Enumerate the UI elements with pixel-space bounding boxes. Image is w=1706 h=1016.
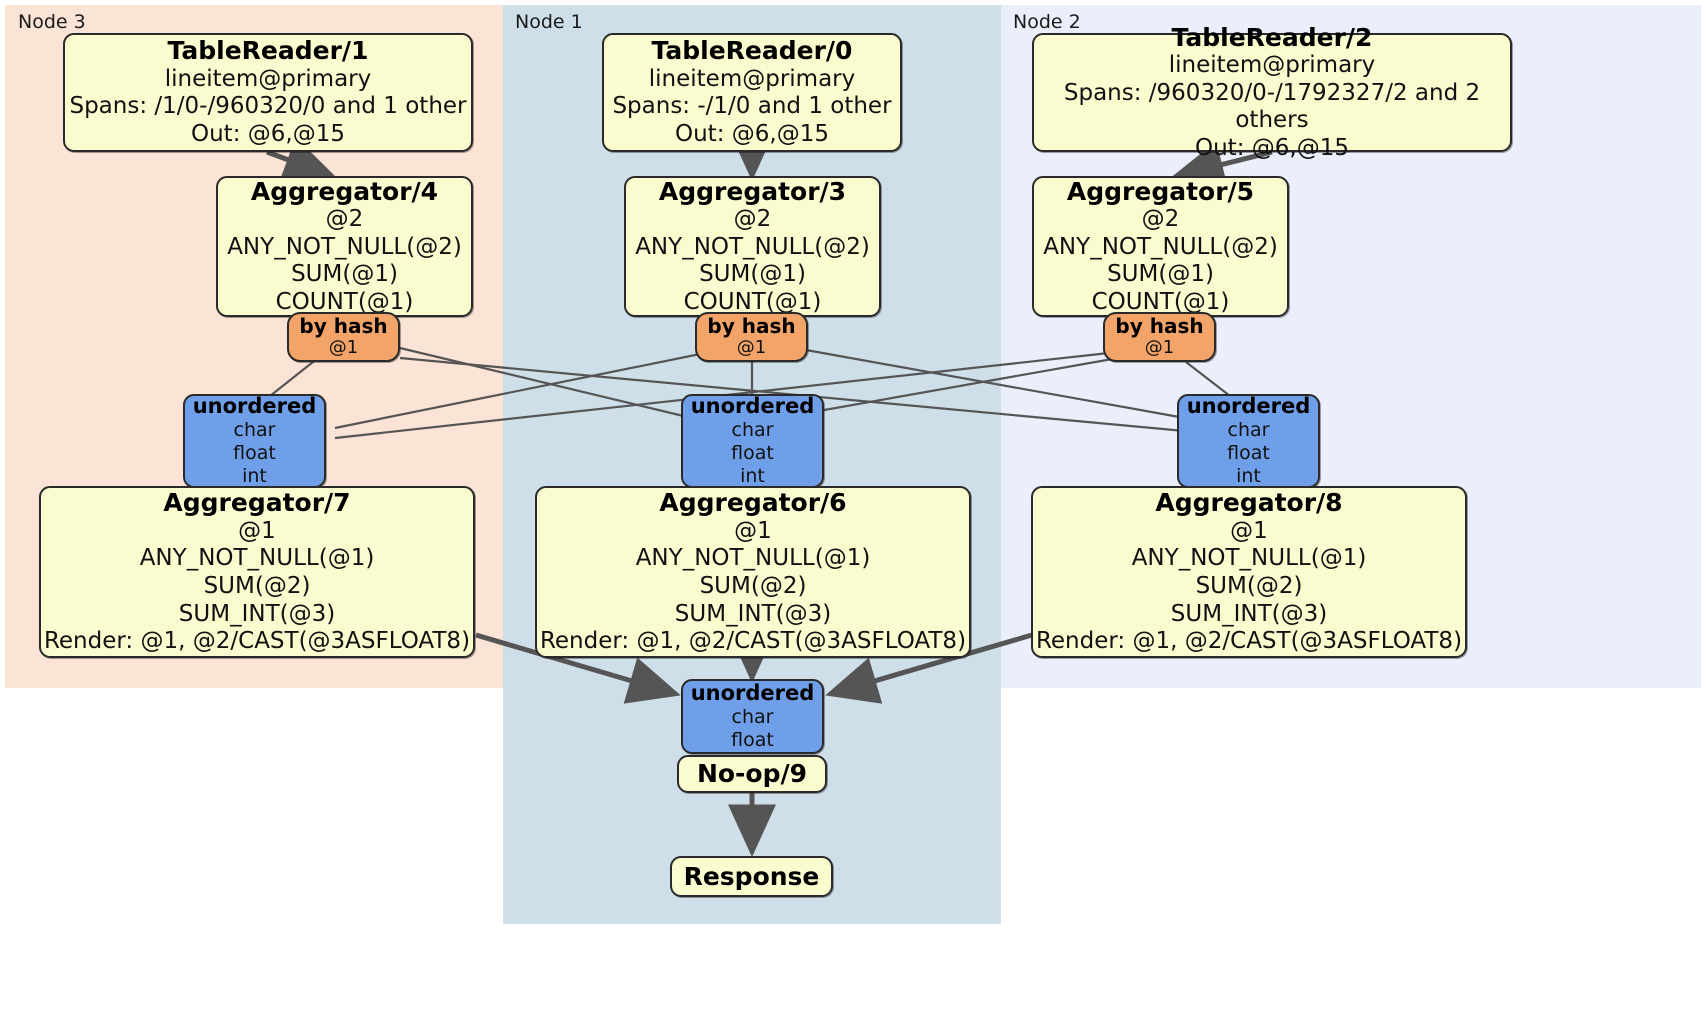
processor-line: SUM_INT(@3) bbox=[178, 600, 336, 627]
sync-unordered-final[interactable]: unordered char float bbox=[681, 679, 824, 754]
processor-line: @2 bbox=[325, 206, 364, 233]
processor-line: ANY_NOT_NULL(@2) bbox=[635, 233, 870, 260]
router-line: @1 bbox=[1144, 337, 1175, 359]
processor-line: Render: @1, @2/CAST(@3ASFLOAT8) bbox=[1035, 628, 1463, 655]
processor-line: SUM(@2) bbox=[699, 572, 807, 599]
router-line: @1 bbox=[736, 337, 767, 359]
router-line: @1 bbox=[328, 337, 359, 359]
processor-line: SUM_INT(@3) bbox=[1170, 600, 1328, 627]
processor-table-reader-0[interactable]: TableReader/0 lineitem@primary Spans: -/… bbox=[602, 33, 902, 152]
processor-line: lineitem@primary bbox=[648, 65, 856, 92]
sync-line: int bbox=[740, 465, 765, 487]
processor-line: lineitem@primary bbox=[164, 65, 372, 92]
processor-line: COUNT(@1) bbox=[683, 288, 822, 315]
sync-title: unordered bbox=[690, 681, 815, 706]
processor-title: Aggregator/4 bbox=[250, 176, 439, 206]
processor-title: TableReader/0 bbox=[651, 36, 853, 66]
processor-line: ANY_NOT_NULL(@2) bbox=[227, 233, 462, 260]
sync-line: float bbox=[233, 442, 276, 465]
processor-aggregator-4[interactable]: Aggregator/4 @2 ANY_NOT_NULL(@2) SUM(@1)… bbox=[216, 176, 473, 317]
sync-line: int bbox=[1236, 465, 1261, 487]
sync-line: float bbox=[1227, 442, 1270, 465]
processor-line: ANY_NOT_NULL(@1) bbox=[139, 545, 375, 572]
processor-line: lineitem@primary bbox=[1168, 52, 1376, 79]
processor-line: ANY_NOT_NULL(@2) bbox=[1043, 233, 1278, 260]
processor-aggregator-5[interactable]: Aggregator/5 @2 ANY_NOT_NULL(@2) SUM(@1)… bbox=[1032, 176, 1289, 317]
processor-aggregator-6[interactable]: Aggregator/6 @1 ANY_NOT_NULL(@1) SUM(@2)… bbox=[535, 486, 971, 658]
processor-table-reader-1[interactable]: TableReader/1 lineitem@primary Spans: /1… bbox=[63, 33, 473, 152]
processor-line: Render: @1, @2/CAST(@3ASFLOAT8) bbox=[539, 628, 967, 655]
processor-title: TableReader/2 bbox=[1171, 22, 1373, 52]
processor-line: @1 bbox=[238, 517, 276, 544]
processor-title: No-op/9 bbox=[696, 759, 808, 789]
processor-line: SUM(@1) bbox=[699, 261, 806, 288]
processor-line: SUM(@2) bbox=[1195, 572, 1303, 599]
processor-line: Render: @1, @2/CAST(@3ASFLOAT8) bbox=[43, 628, 471, 655]
processor-line: Out: @6,@15 bbox=[1195, 134, 1349, 161]
router-title: by hash bbox=[299, 314, 388, 339]
processor-line: SUM(@1) bbox=[1107, 261, 1214, 288]
processor-no-op-9[interactable]: No-op/9 bbox=[677, 755, 827, 793]
processor-line: Spans: /960320/0-/1792327/2 and 2 others bbox=[1063, 79, 1481, 134]
processor-aggregator-7[interactable]: Aggregator/7 @1 ANY_NOT_NULL(@1) SUM(@2)… bbox=[39, 486, 475, 658]
router-by-hash-left[interactable]: by hash @1 bbox=[287, 312, 400, 362]
processor-title: Aggregator/6 bbox=[659, 488, 847, 518]
processor-title: Aggregator/7 bbox=[163, 488, 351, 518]
panel-label-node-3: Node 3 bbox=[18, 11, 86, 33]
processor-aggregator-3[interactable]: Aggregator/3 @2 ANY_NOT_NULL(@2) SUM(@1)… bbox=[624, 176, 881, 317]
sync-title: unordered bbox=[690, 394, 815, 419]
processor-title: Aggregator/8 bbox=[1155, 488, 1343, 518]
processor-line: ANY_NOT_NULL(@1) bbox=[635, 545, 871, 572]
sync-line: char bbox=[731, 419, 774, 442]
sync-unordered-right[interactable]: unordered char float int bbox=[1177, 394, 1320, 488]
sync-line: float bbox=[731, 729, 774, 752]
router-by-hash-center[interactable]: by hash @1 bbox=[695, 312, 808, 362]
sync-line: float bbox=[731, 442, 774, 465]
processor-line: Spans: -/1/0 and 1 other bbox=[612, 93, 892, 120]
sync-line: char bbox=[731, 706, 774, 729]
processor-line: ANY_NOT_NULL(@1) bbox=[1131, 545, 1367, 572]
router-title: by hash bbox=[707, 314, 796, 339]
panel-label-node-1: Node 1 bbox=[515, 11, 583, 33]
processor-line: @1 bbox=[734, 517, 772, 544]
sync-line: char bbox=[233, 419, 276, 442]
processor-line: @2 bbox=[733, 206, 772, 233]
processor-line: SUM_INT(@3) bbox=[674, 600, 832, 627]
sync-line: int bbox=[242, 465, 267, 487]
processor-line: SUM(@2) bbox=[203, 572, 311, 599]
processor-line: @2 bbox=[1141, 206, 1180, 233]
router-title: by hash bbox=[1115, 314, 1204, 339]
processor-table-reader-2[interactable]: TableReader/2 lineitem@primary Spans: /9… bbox=[1032, 23, 1512, 161]
processor-line: COUNT(@1) bbox=[1091, 288, 1230, 315]
processor-aggregator-8[interactable]: Aggregator/8 @1 ANY_NOT_NULL(@1) SUM(@2)… bbox=[1031, 486, 1467, 658]
sync-line: char bbox=[1227, 419, 1270, 442]
panel-label-node-2: Node 2 bbox=[1013, 11, 1081, 33]
processor-title: TableReader/1 bbox=[167, 36, 369, 66]
processor-line: Out: @6,@15 bbox=[675, 121, 829, 148]
processor-title: Response bbox=[683, 861, 820, 891]
sync-title: unordered bbox=[192, 394, 317, 419]
sync-unordered-center[interactable]: unordered char float int bbox=[681, 394, 824, 488]
sync-unordered-left[interactable]: unordered char float int bbox=[183, 394, 326, 488]
processor-line: Spans: /1/0-/960320/0 and 1 other bbox=[69, 93, 467, 120]
processor-line: Out: @6,@15 bbox=[191, 121, 345, 148]
processor-line: SUM(@1) bbox=[291, 261, 398, 288]
sync-title: unordered bbox=[1186, 394, 1311, 419]
processor-line: @1 bbox=[1230, 517, 1268, 544]
processor-title: Aggregator/3 bbox=[658, 176, 847, 206]
processor-response[interactable]: Response bbox=[670, 856, 833, 897]
processor-line: COUNT(@1) bbox=[275, 288, 414, 315]
processor-title: Aggregator/5 bbox=[1066, 176, 1255, 206]
router-by-hash-right[interactable]: by hash @1 bbox=[1103, 312, 1216, 362]
